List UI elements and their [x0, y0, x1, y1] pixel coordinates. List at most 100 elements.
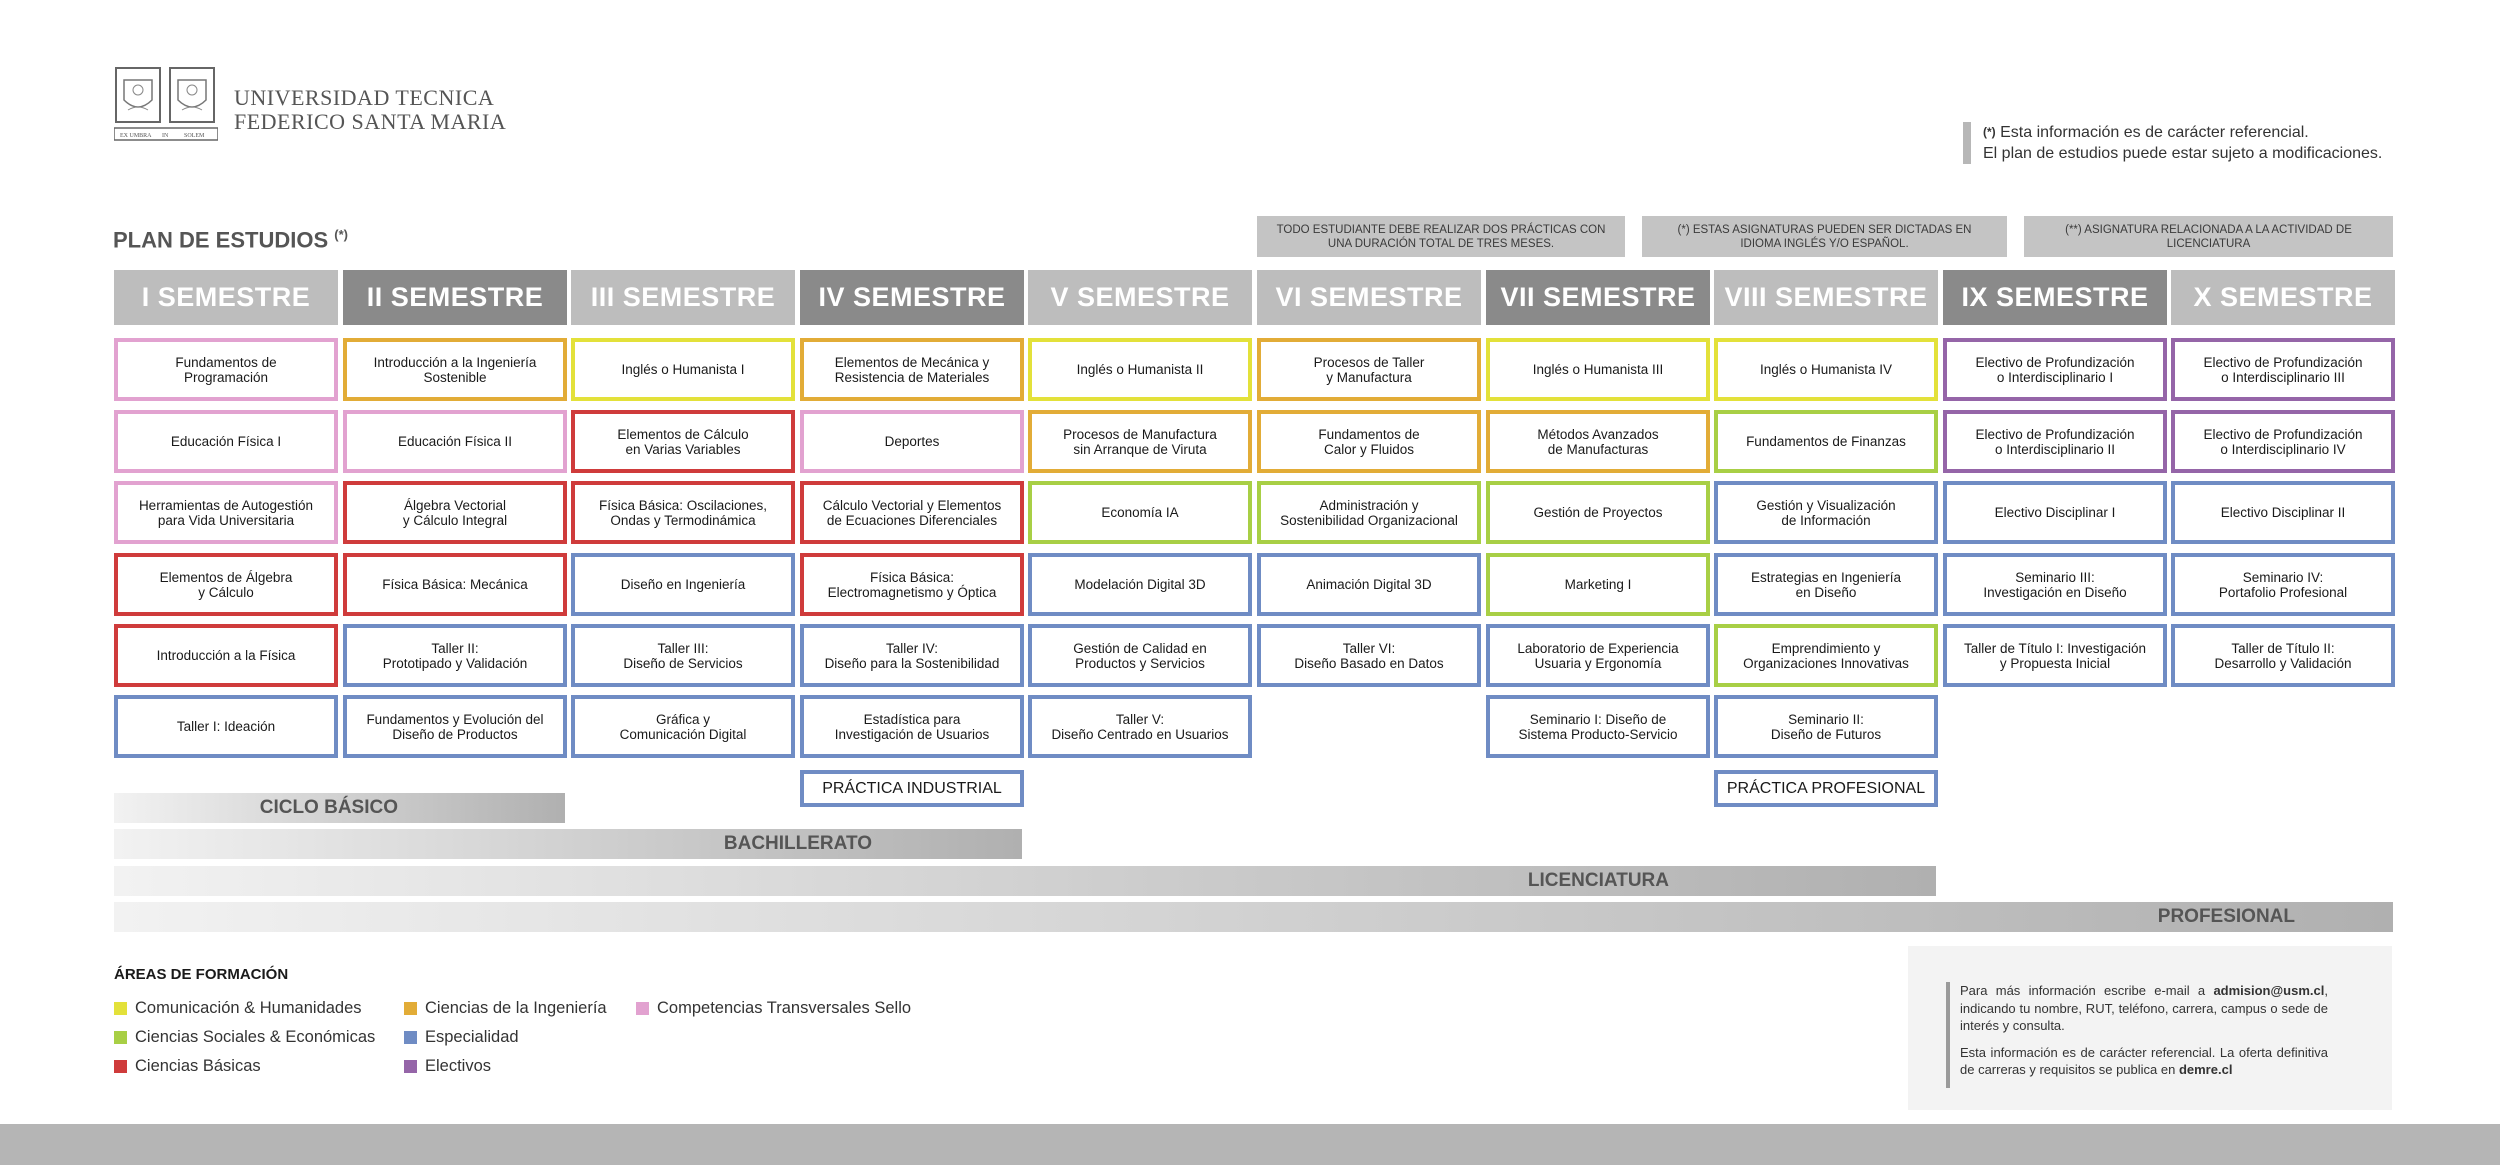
- legend-swatch: [114, 1002, 127, 1015]
- course-box: Física Básica: Oscilaciones, Ondas y Ter…: [571, 481, 795, 544]
- semester-header: I SEMESTRE: [114, 270, 338, 325]
- course-box: Marketing I: [1486, 553, 1710, 616]
- semester-header: IV SEMESTRE: [800, 270, 1024, 325]
- svg-text:EX UMBRA: EX UMBRA: [120, 133, 152, 139]
- cycle-bar-bachillerato: BACHILLERATO: [114, 829, 1022, 859]
- course-box: Electivo Disciplinar I: [1943, 481, 2167, 544]
- legend-swatch: [114, 1031, 127, 1044]
- course-box: Gestión y Visualización de Información: [1714, 481, 1938, 544]
- course-box: Electivo Disciplinar II: [2171, 481, 2395, 544]
- contact-info-box: Para más información escribe e-mail a ad…: [1908, 946, 2392, 1110]
- course-box: Educación Física II: [343, 410, 567, 473]
- semester-header: VII SEMESTRE: [1486, 270, 1710, 325]
- course-box: Taller VI: Diseño Basado en Datos: [1257, 624, 1481, 687]
- legend-item-basicas: Ciencias Básicas: [114, 1057, 261, 1076]
- course-box: Seminario I: Diseño de Sistema Producto-…: [1486, 695, 1710, 758]
- course-box: Seminario II: Diseño de Futuros: [1714, 695, 1938, 758]
- course-box: Deportes: [800, 410, 1024, 473]
- legend-item-electivos: Electivos: [404, 1057, 491, 1076]
- semester-header: IX SEMESTRE: [1943, 270, 2167, 325]
- course-box: Inglés o Humanista III: [1486, 338, 1710, 401]
- semester-header: V SEMESTRE: [1028, 270, 1252, 325]
- cycle-bar-licenciatura: LICENCIATURA: [114, 866, 1936, 896]
- contact-paragraph-email: Para más información escribe e-mail a ad…: [1960, 983, 2328, 1033]
- cycle-bar-basico: CICLO BÁSICO: [114, 793, 565, 823]
- course-box: Emprendimiento y Organizaciones Innovati…: [1714, 624, 1938, 687]
- course-box: Taller de Título II: Desarrollo y Valida…: [2171, 624, 2395, 687]
- course-box: Educación Física I: [114, 410, 338, 473]
- course-box: Elementos de Álgebra y Cálculo: [114, 553, 338, 616]
- course-box: Gráfica y Comunicación Digital: [571, 695, 795, 758]
- licenciatura-note: (**) ASIGNATURA RELACIONADA A LA ACTIVID…: [2024, 216, 2393, 257]
- legend-swatch: [114, 1060, 127, 1073]
- cycle-bar-profesional: PROFESIONAL: [114, 902, 2393, 932]
- language-note: (*) ESTAS ASIGNATURAS PUEDEN SER DICTADA…: [1642, 216, 2007, 257]
- course-box: Electivo de Profundización o Interdiscip…: [1943, 410, 2167, 473]
- practice-box: PRÁCTICA PROFESIONAL: [1714, 770, 1938, 807]
- course-box: Taller V: Diseño Centrado en Usuarios: [1028, 695, 1252, 758]
- course-box: Economía IA: [1028, 481, 1252, 544]
- university-crest-logo: EX UMBRA IN SOLEM: [114, 67, 218, 141]
- course-box: Introducción a la Ingeniería Sostenible: [343, 338, 567, 401]
- footer-bar: [0, 1124, 2500, 1165]
- university-name-line2: FEDERICO SANTA MARIA: [234, 109, 507, 134]
- course-box: Laboratorio de Experiencia Usuaria y Erg…: [1486, 624, 1710, 687]
- university-name-line1: UNIVERSIDAD TECNICA: [234, 85, 495, 110]
- course-box: Procesos de Taller y Manufactura: [1257, 338, 1481, 401]
- course-box: Estadística para Investigación de Usuari…: [800, 695, 1024, 758]
- course-box: Fundamentos y Evolución del Diseño de Pr…: [343, 695, 567, 758]
- course-box: Fundamentos de Programación: [114, 338, 338, 401]
- course-box: Métodos Avanzados de Manufacturas: [1486, 410, 1710, 473]
- contact-paragraph-demre: Esta información es de carácter referenc…: [1960, 1044, 2328, 1078]
- course-box: Gestión de Calidad en Productos y Servic…: [1028, 624, 1252, 687]
- course-box: Procesos de Manufactura sin Arranque de …: [1028, 410, 1252, 473]
- course-box: Taller III: Diseño de Servicios: [571, 624, 795, 687]
- ref-note-line2: El plan de estudios puede estar sujeto a…: [1983, 145, 2383, 162]
- course-box: Modelación Digital 3D: [1028, 553, 1252, 616]
- course-box: Diseño en Ingeniería: [571, 553, 795, 616]
- course-box: Elementos de Mecánica y Resistencia de M…: [800, 338, 1024, 401]
- legend-item-especialidad: Especialidad: [404, 1028, 519, 1047]
- legend-item-sociales: Ciencias Sociales & Económicas: [114, 1028, 375, 1047]
- course-box: Electivo de Profundización o Interdiscip…: [1943, 338, 2167, 401]
- course-box: Fundamentos de Calor y Fluidos: [1257, 410, 1481, 473]
- course-box: Inglés o Humanista IV: [1714, 338, 1938, 401]
- admission-email-link[interactable]: admision@usm.cl: [2213, 983, 2325, 998]
- legend-swatch: [404, 1060, 417, 1073]
- page-title: PLAN DE ESTUDIOS (*): [113, 227, 348, 253]
- ref-note-line1: Esta información es de carácter referenc…: [2000, 124, 2309, 141]
- ref-mark: (*): [1983, 125, 1996, 139]
- legend-swatch: [404, 1031, 417, 1044]
- svg-text:IN: IN: [162, 133, 169, 139]
- course-box: Física Básica: Electromagnetismo y Óptic…: [800, 553, 1024, 616]
- legend-swatch: [636, 1002, 649, 1015]
- legend-item-ingenieria: Ciencias de la Ingeniería: [404, 999, 607, 1018]
- course-box: Álgebra Vectorial y Cálculo Integral: [343, 481, 567, 544]
- legend-title: ÁREAS DE FORMACIÓN: [114, 966, 289, 983]
- course-box: Administración y Sostenibilidad Organiza…: [1257, 481, 1481, 544]
- semester-header: III SEMESTRE: [571, 270, 795, 325]
- svg-text:SOLEM: SOLEM: [184, 133, 205, 139]
- contact-info-text: Para más información escribe e-mail a ad…: [1946, 982, 2328, 1088]
- semester-header: VI SEMESTRE: [1257, 270, 1481, 325]
- course-box: Gestión de Proyectos: [1486, 481, 1710, 544]
- practice-box: PRÁCTICA INDUSTRIAL: [800, 770, 1024, 807]
- legend-item-transversales: Competencias Transversales Sello: [636, 999, 911, 1018]
- legend-item-comunicacion: Comunicación & Humanidades: [114, 999, 362, 1018]
- course-box: Taller de Título I: Investigación y Prop…: [1943, 624, 2167, 687]
- course-box: Animación Digital 3D: [1257, 553, 1481, 616]
- course-box: Seminario III: Investigación en Diseño: [1943, 553, 2167, 616]
- course-box: Estrategias en Ingeniería en Diseño: [1714, 553, 1938, 616]
- practice-note: TODO ESTUDIANTE DEBE REALIZAR DOS PRÁCTI…: [1257, 216, 1625, 257]
- demre-link[interactable]: demre.cl: [2178, 1062, 2233, 1077]
- course-box: Taller IV: Diseño para la Sostenibilidad: [800, 624, 1024, 687]
- course-box: Taller I: Ideación: [114, 695, 338, 758]
- course-box: Inglés o Humanista I: [571, 338, 795, 401]
- course-box: Electivo de Profundización o Interdiscip…: [2171, 338, 2395, 401]
- course-box: Herramientas de Autogestión para Vida Un…: [114, 481, 338, 544]
- course-box: Introducción a la Física: [114, 624, 338, 687]
- university-name: UNIVERSIDAD TECNICA FEDERICO SANTA MARIA: [234, 86, 506, 134]
- course-box: Inglés o Humanista II: [1028, 338, 1252, 401]
- semester-header: II SEMESTRE: [343, 270, 567, 325]
- semester-header: X SEMESTRE: [2171, 270, 2395, 325]
